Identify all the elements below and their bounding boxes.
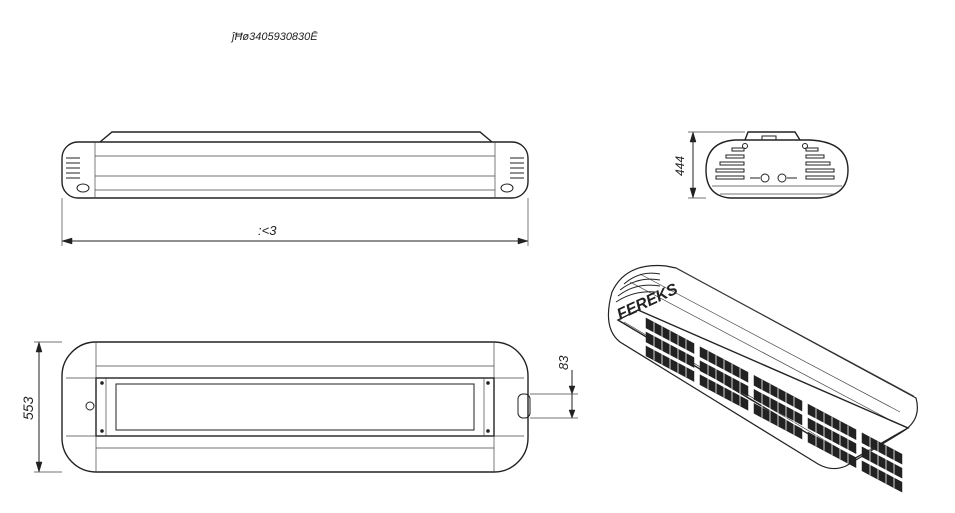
isometric-view: FEREKS — [607, 264, 918, 493]
led-module — [861, 432, 903, 493]
length-dimension: :<3 — [258, 223, 277, 238]
end-view: 444 — [673, 131, 849, 199]
end-view-left-vents — [715, 147, 745, 180]
led-module-grid — [645, 317, 903, 493]
side-view: :<3 — [61, 131, 529, 246]
side-view-right-fins — [500, 157, 524, 193]
drawing-header-code: ĵĦø3405930830Ē — [230, 31, 318, 43]
width-dimension: 553 — [20, 396, 36, 420]
end-view-right-vents — [805, 147, 835, 180]
isometric-end-fins — [615, 272, 661, 303]
side-view-left-fins — [66, 157, 90, 193]
height-dimension: 444 — [673, 156, 687, 176]
bottom-view: 553 83 — [20, 341, 578, 473]
offset-dimension: 83 — [556, 355, 571, 370]
